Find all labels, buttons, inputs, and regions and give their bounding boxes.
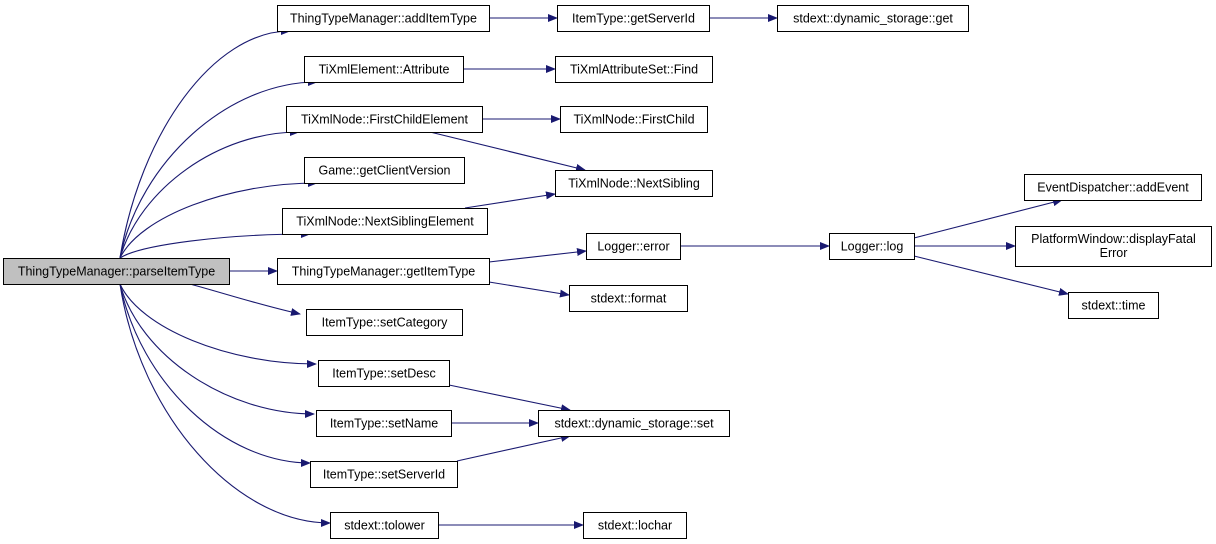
- node-getServerId[interactable]: ItemType::getServerId: [557, 5, 710, 32]
- node-setDesc[interactable]: ItemType::setDesc: [318, 360, 450, 387]
- node-label: stdext::lochar: [598, 519, 672, 533]
- node-getItemType[interactable]: ThingTypeManager::getItemType: [277, 258, 490, 285]
- edge-getItemType-to-loggerError: [488, 248, 587, 263]
- node-box: [304, 157, 465, 184]
- edge-firstChildElement-to-nextSibling: [429, 131, 586, 172]
- node-root[interactable]: ThingTypeManager::parseItemType: [3, 258, 230, 285]
- edge-root-to-setServerId: [119, 283, 311, 467]
- edges: [119, 14, 1069, 529]
- node-box: [555, 170, 713, 197]
- node-box: [330, 512, 439, 539]
- node-label: ThingTypeManager::parseItemType: [18, 265, 215, 279]
- node-box: [569, 285, 688, 312]
- node-label: Game::getClientVersion: [318, 164, 450, 178]
- node-label: stdext::dynamic_storage::set: [554, 417, 714, 431]
- node-setServerId[interactable]: ItemType::setServerId: [310, 461, 458, 488]
- node-box: [555, 56, 713, 83]
- edge-root-to-addItemType: [119, 27, 291, 259]
- node-label-line2: Error: [1100, 246, 1128, 260]
- node-box: [3, 258, 230, 285]
- edge-loggerLog-to-time: [913, 255, 1069, 296]
- node-box: [1024, 174, 1202, 201]
- node-dsGet[interactable]: stdext::dynamic_storage::get: [777, 5, 969, 32]
- node-label: stdext::format: [591, 292, 667, 306]
- node-label: stdext::dynamic_storage::get: [793, 12, 953, 26]
- node-tolower[interactable]: stdext::tolower: [330, 512, 439, 539]
- node-label: ThingTypeManager::getItemType: [292, 265, 475, 279]
- edge-getItemType-to-format: [488, 281, 570, 298]
- node-box: [1068, 292, 1159, 319]
- node-nextSiblingElement[interactable]: TiXmlNode::NextSiblingElement: [282, 208, 488, 235]
- node-label: TiXmlAttributeSet::Find: [570, 63, 698, 77]
- edge-loggerLog-to-addEvent: [913, 198, 1063, 239]
- node-attribute[interactable]: TiXmlElement::Attribute: [304, 56, 464, 83]
- node-box: [586, 233, 681, 260]
- node-firstChild[interactable]: TiXmlNode::FirstChild: [560, 106, 708, 133]
- node-label: ThingTypeManager::addItemType: [290, 12, 477, 26]
- node-box: [318, 360, 450, 387]
- node-label: Logger::log: [841, 240, 904, 254]
- node-label: TiXmlNode::FirstChild: [573, 113, 694, 127]
- edge-root-to-setCategory: [189, 283, 301, 316]
- node-box: [829, 233, 915, 260]
- node-addEvent[interactable]: EventDispatcher::addEvent: [1024, 174, 1202, 201]
- node-setName[interactable]: ItemType::setName: [316, 410, 452, 437]
- node-box: [306, 309, 463, 336]
- node-label: stdext::tolower: [344, 519, 425, 533]
- edge-root-to-setName: [119, 283, 315, 418]
- node-firstChildElement[interactable]: TiXmlNode::FirstChildElement: [286, 106, 483, 133]
- node-box: [277, 5, 490, 32]
- node-loggerError[interactable]: Logger::error: [586, 233, 681, 260]
- node-loggerLog[interactable]: Logger::log: [829, 233, 915, 260]
- node-label: ItemType::setDesc: [332, 367, 436, 381]
- edge-root-to-tolower: [119, 283, 331, 527]
- node-label: ItemType::setName: [330, 417, 438, 431]
- node-label: ItemType::setServerId: [323, 468, 445, 482]
- node-label: EventDispatcher::addEvent: [1037, 181, 1189, 195]
- edge-root-to-nextSiblingElement: [119, 230, 311, 259]
- node-label: Logger::error: [597, 240, 669, 254]
- node-label: ItemType::setCategory: [322, 316, 449, 330]
- node-box: [282, 208, 488, 235]
- edge-root-to-firstChildElement: [119, 128, 300, 259]
- node-box: [277, 258, 490, 285]
- node-box: [583, 512, 687, 539]
- node-box: [316, 410, 452, 437]
- edge-nextSiblingElement-to-nextSibling: [464, 191, 556, 209]
- node-lochar[interactable]: stdext::lochar: [583, 512, 687, 539]
- node-box: [560, 106, 708, 133]
- node-time[interactable]: stdext::time: [1068, 292, 1159, 319]
- node-label: ItemType::getServerId: [572, 12, 695, 26]
- edge-root-to-getClientVersion: [119, 179, 318, 259]
- node-box: [1015, 226, 1212, 267]
- node-nextSibling[interactable]: TiXmlNode::NextSibling: [555, 170, 713, 197]
- node-addItemType[interactable]: ThingTypeManager::addItemType: [277, 5, 490, 32]
- node-setCategory[interactable]: ItemType::setCategory: [306, 309, 463, 336]
- node-dsSet[interactable]: stdext::dynamic_storage::set: [538, 410, 730, 437]
- node-box: [538, 410, 730, 437]
- edge-setServerId-to-dsSet: [456, 434, 571, 462]
- nodes: ThingTypeManager::parseItemType ThingType…: [3, 5, 1212, 539]
- node-label: PlatformWindow::displayFatal: [1031, 232, 1196, 246]
- node-box: [557, 5, 710, 32]
- edge-setDesc-to-dsSet: [448, 384, 571, 413]
- node-box: [310, 461, 458, 488]
- node-attrFind[interactable]: TiXmlAttributeSet::Find: [555, 56, 713, 83]
- edge-root-to-setDesc: [119, 283, 317, 368]
- node-label: TiXmlElement::Attribute: [319, 63, 450, 77]
- node-getClientVersion[interactable]: Game::getClientVersion: [304, 157, 465, 184]
- node-box: [286, 106, 483, 133]
- node-label: TiXmlNode::FirstChildElement: [301, 113, 468, 127]
- edge-root-to-attribute: [119, 78, 318, 259]
- node-label: TiXmlNode::NextSibling: [568, 177, 700, 191]
- node-box: [777, 5, 969, 32]
- node-label: TiXmlNode::NextSiblingElement: [296, 215, 474, 229]
- node-label: stdext::time: [1082, 299, 1146, 313]
- node-box: [304, 56, 464, 83]
- node-format[interactable]: stdext::format: [569, 285, 688, 312]
